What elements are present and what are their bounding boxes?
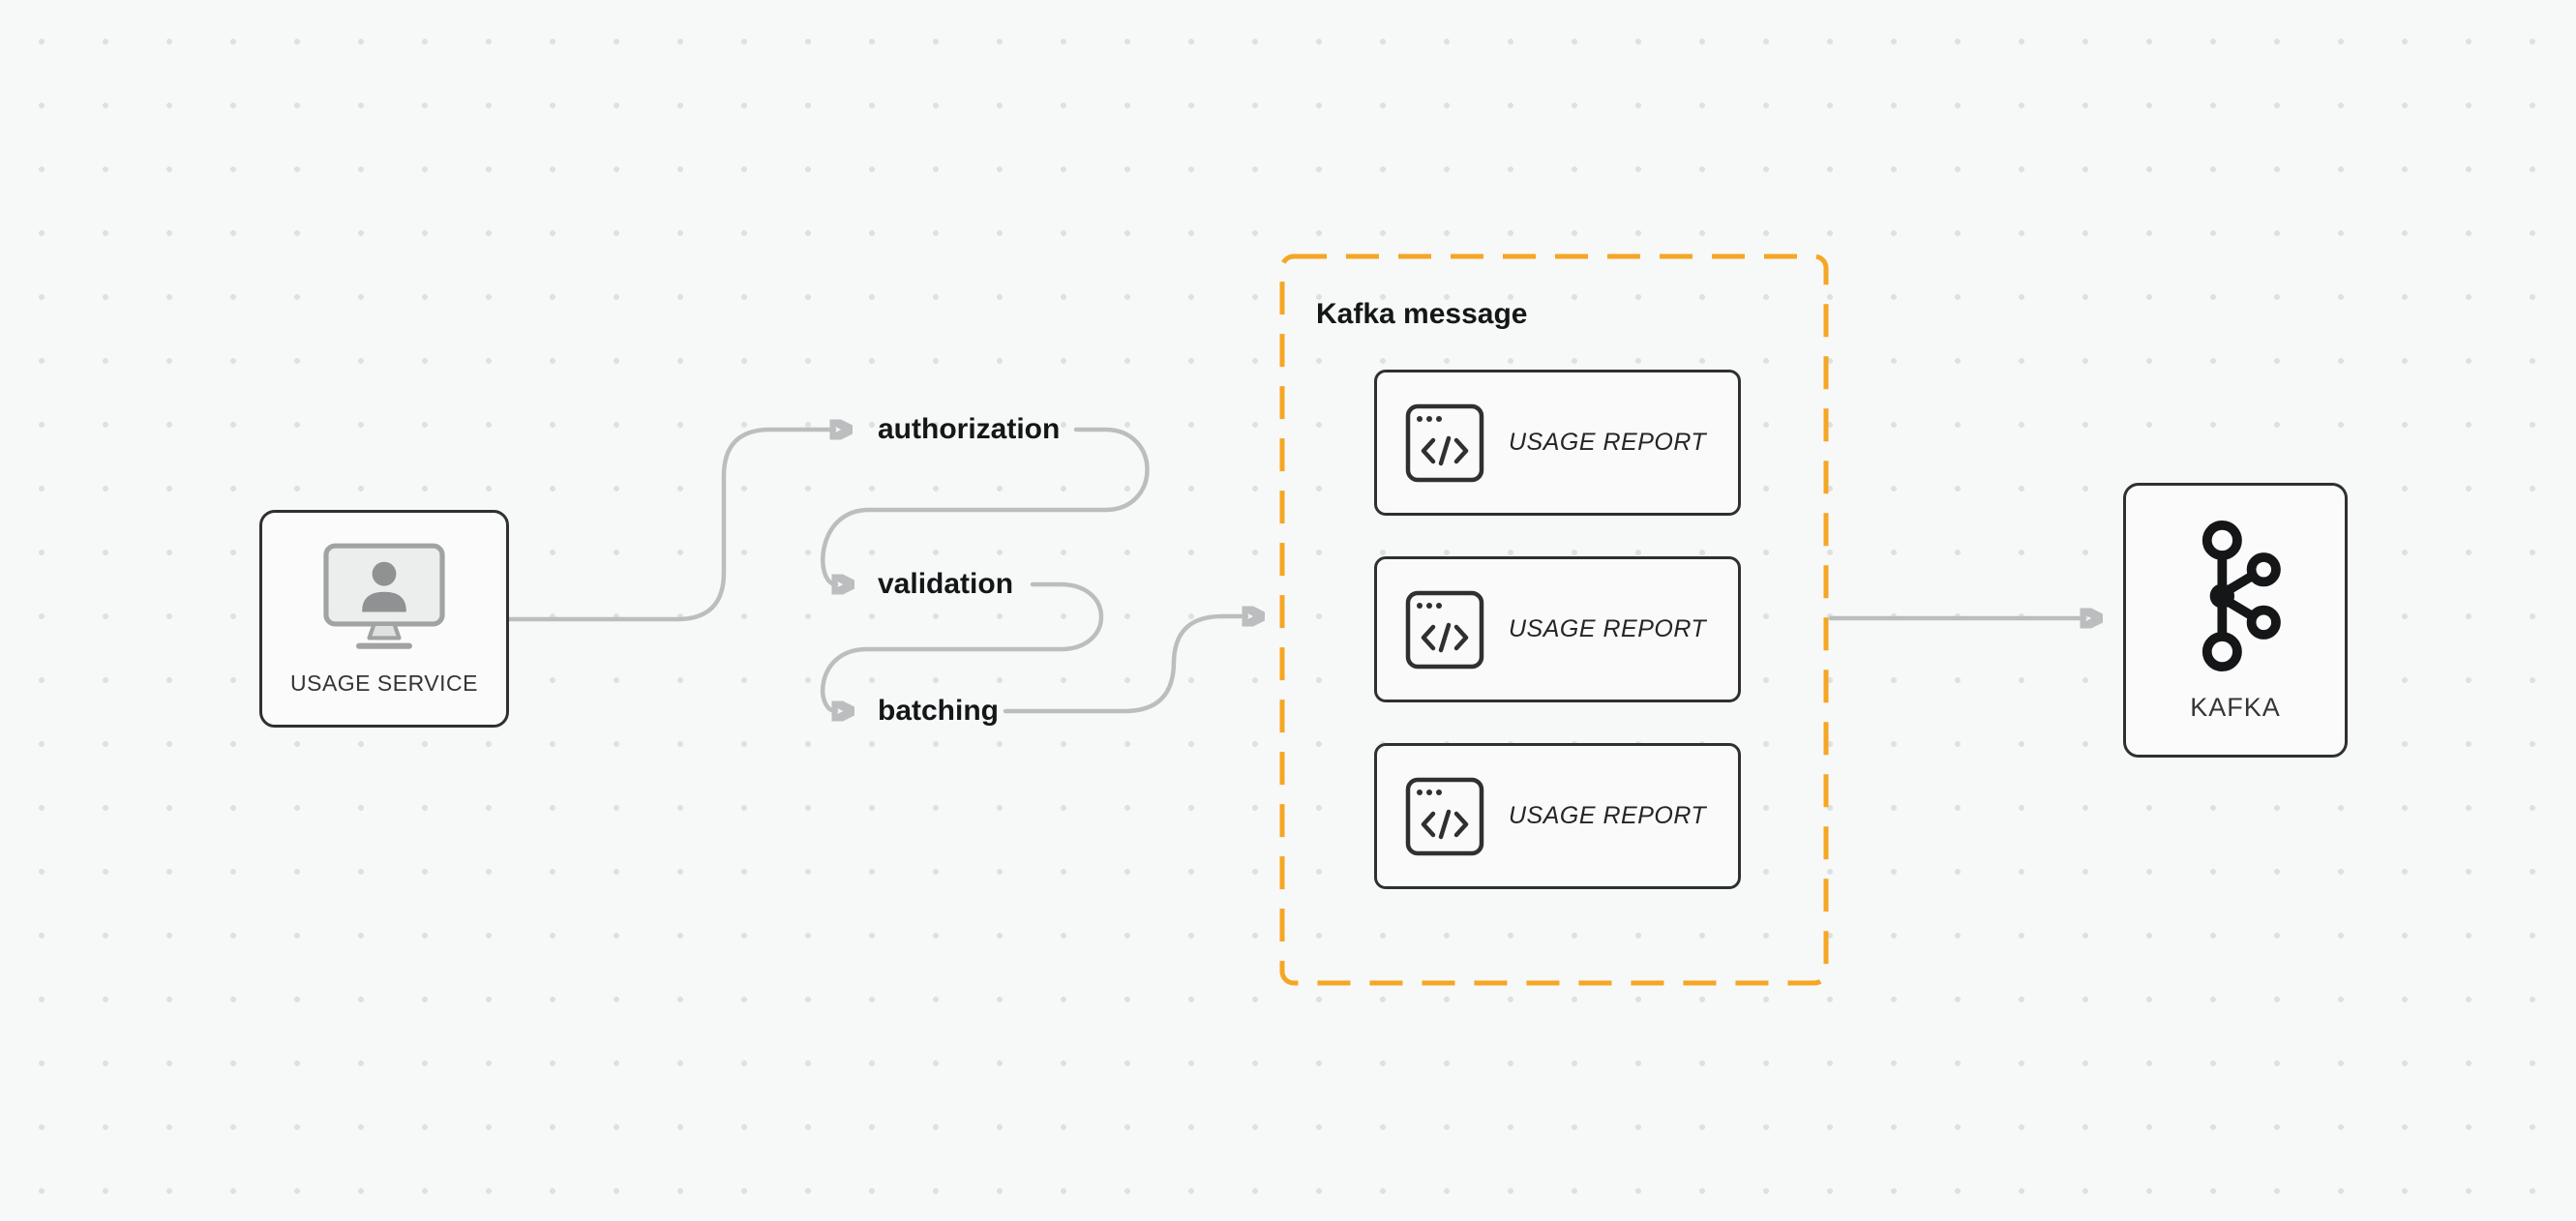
arrow-usage-to-authorization[interactable] — [506, 430, 834, 622]
code-window-icon — [1405, 403, 1484, 482]
kafka-label: KAFKA — [2190, 692, 2281, 722]
arrow-validation-to-batching[interactable] — [821, 581, 1104, 711]
step-authorization[interactable]: authorization — [878, 413, 1061, 445]
arrow-authorization-to-validation[interactable] — [821, 427, 1150, 584]
kafka-node[interactable]: KAFKA — [2123, 483, 2348, 758]
step-batching[interactable]: batching — [878, 695, 999, 727]
usage-report-card[interactable]: USAGE REPORT — [1374, 370, 1741, 516]
kafka-message-group-title: Kafka message — [1316, 298, 1528, 330]
usage-report-card[interactable]: USAGE REPORT — [1374, 743, 1741, 889]
code-window-icon — [1405, 590, 1484, 669]
kafka-logo-icon — [2202, 520, 2281, 671]
usage-report-label: USAGE REPORT — [1509, 429, 1707, 456]
step-validation[interactable]: validation — [878, 568, 1014, 600]
usage-service-label: USAGE SERVICE — [290, 670, 478, 696]
kafka-message-group[interactable]: Kafka message USAGE REPORT — [1279, 253, 1829, 986]
usage-report-card[interactable]: USAGE REPORT — [1374, 556, 1741, 702]
usage-report-label: USAGE REPORT — [1509, 615, 1707, 642]
dashed-group-border — [1279, 253, 1829, 986]
arrow-batching-to-kafka-message[interactable] — [1003, 616, 1246, 714]
code-window-icon — [1405, 777, 1484, 855]
usage-report-label: USAGE REPORT — [1509, 802, 1707, 829]
usage-service-node[interactable]: USAGE SERVICE — [259, 510, 509, 728]
monitor-user-icon — [323, 543, 445, 649]
